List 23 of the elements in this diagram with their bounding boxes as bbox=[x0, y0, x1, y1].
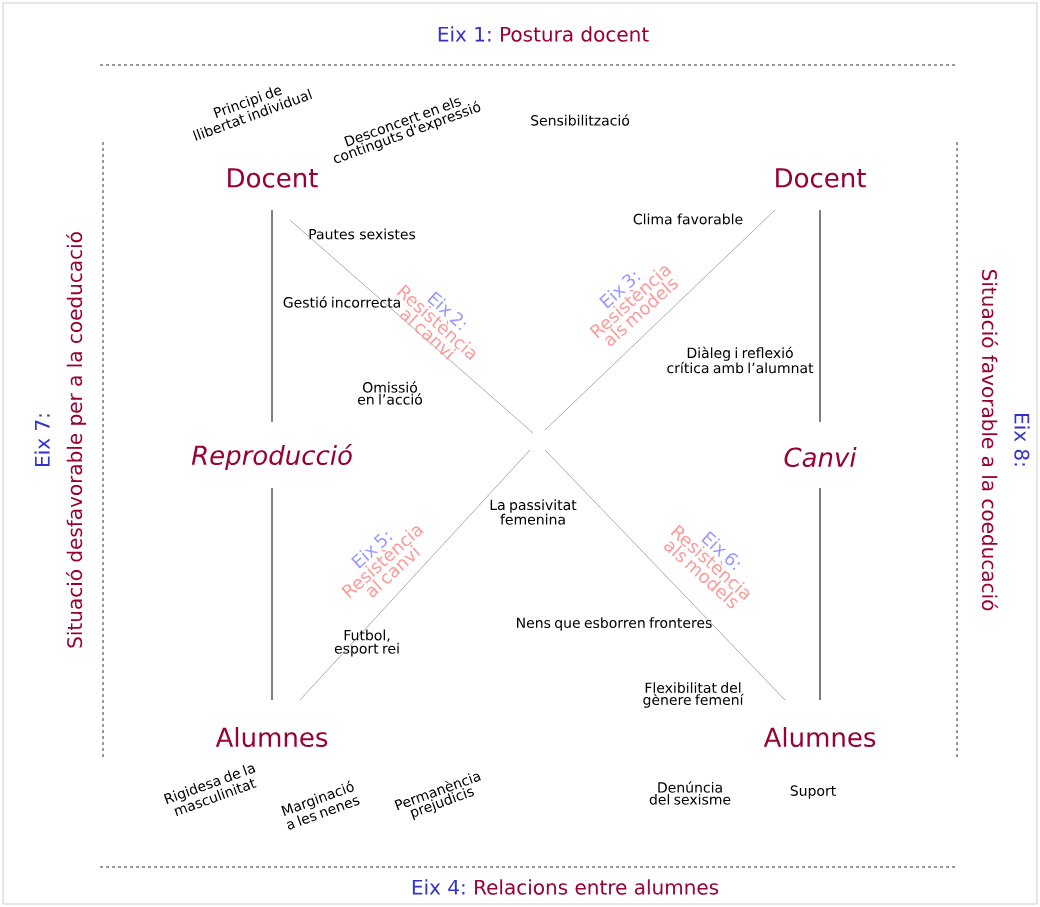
concept-label: Suport bbox=[790, 785, 836, 799]
concept-label: Futbol, esport rei bbox=[334, 629, 399, 657]
concept-label: Denúncia del sexisme bbox=[649, 781, 731, 805]
pole-heading: Reproducció bbox=[191, 443, 353, 471]
concept-label: Diàleg i reflexió crítica amb l’alumnat bbox=[667, 346, 814, 374]
concept-label: Flexibilitat del gènere femení bbox=[643, 682, 744, 708]
concept-label: Nens que esborren fronteres bbox=[517, 617, 712, 631]
axis-title: Situació favorable a la coeducació bbox=[981, 270, 999, 611]
concept-label: Sensibilització bbox=[531, 114, 630, 126]
group-heading: Alumnes bbox=[215, 726, 328, 748]
axis-title: Eix 1: Postura docent bbox=[438, 26, 649, 42]
axis-title: Eix 4: Relacions entre alumnes bbox=[412, 879, 719, 895]
axis-number: Eix 8: bbox=[1014, 414, 1030, 466]
axis-number: Eix 7: bbox=[34, 414, 50, 466]
group-heading: Alumnes bbox=[763, 726, 876, 748]
axis-title: Situació desfavorable per a la coeducació bbox=[65, 232, 87, 648]
pole-heading: Canvi bbox=[784, 446, 857, 468]
group-heading: Docent bbox=[776, 168, 866, 188]
concept-label: La passivitat femenina bbox=[490, 499, 577, 525]
concept-label: Omissió en l’acció bbox=[358, 381, 423, 405]
concept-label: Clima favorable bbox=[633, 213, 743, 225]
group-heading: Docent bbox=[228, 168, 318, 188]
concept-label: Pautes sexistes bbox=[309, 228, 416, 240]
